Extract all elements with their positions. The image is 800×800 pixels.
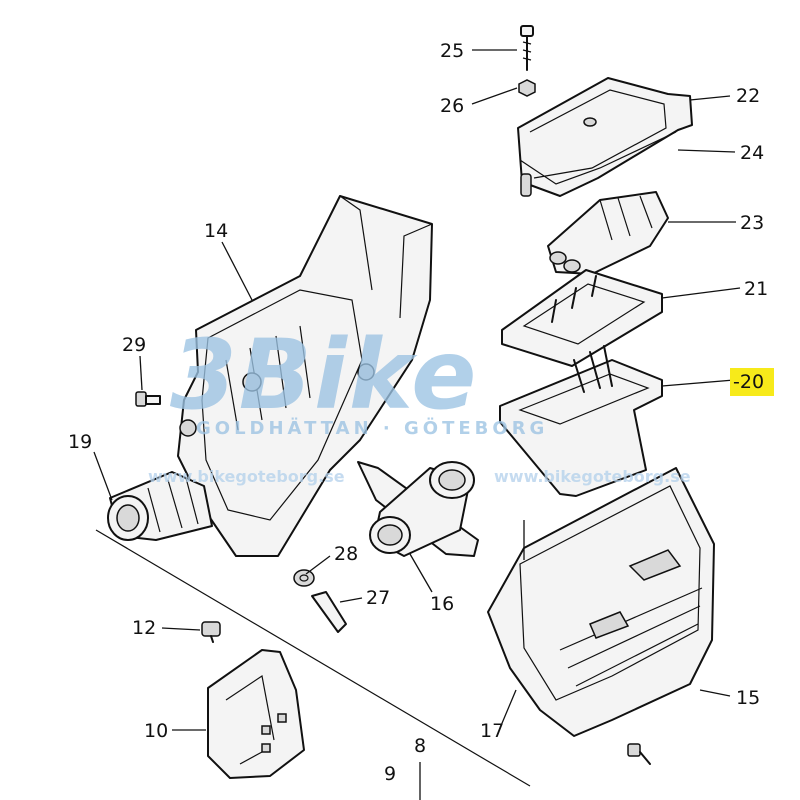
- part-10-bracket: [207, 649, 305, 779]
- watermark: 3Bike GOLDHÄTTAN · GÖTEBORG www.bikegote…: [148, 319, 691, 486]
- watermark-url-right: www.bikegoteborg.se: [494, 467, 691, 486]
- callout-21: 21: [744, 278, 768, 300]
- callout-16: 16: [430, 593, 454, 615]
- leader-lines: [93, 49, 741, 800]
- callout-9: 9: [384, 763, 396, 785]
- highlight-box: [730, 368, 774, 396]
- callout-labels: 25 26 22 24 23 21 -20 14 29 19 28 27 16 …: [68, 40, 768, 785]
- callout-10: 10: [144, 720, 168, 742]
- callout-8: 8: [414, 735, 426, 757]
- watermark-tagline: GOLDHÄTTAN · GÖTEBORG: [196, 417, 548, 439]
- callout-14: 14: [204, 220, 228, 242]
- part-23-duct: [547, 191, 669, 275]
- part-16-stack: [357, 461, 479, 557]
- callout-23: 23: [740, 212, 764, 234]
- callout-28: 28: [334, 543, 358, 565]
- callout-12: 12: [132, 617, 156, 639]
- callout-27: 27: [366, 587, 390, 609]
- watermark-brand: 3Bike: [170, 319, 478, 431]
- callout-22: 22: [736, 85, 760, 107]
- part-15-case: [487, 467, 715, 737]
- part-19-boot: [107, 471, 213, 541]
- watermark-url-left: www.bikegoteborg.se: [148, 467, 345, 486]
- part-20-funnel: [499, 345, 663, 497]
- callout-19: 19: [68, 431, 92, 453]
- part-21-plate: [501, 269, 663, 367]
- part-22-cover: [517, 77, 693, 197]
- part-29-screw: [135, 391, 161, 407]
- callout-25: 25: [440, 40, 464, 62]
- callout-15: 15: [736, 687, 760, 709]
- part-27-bracket: [311, 591, 347, 633]
- callout-26: 26: [440, 95, 464, 117]
- callout-20: -20: [733, 371, 764, 393]
- callout-17: 17: [480, 720, 504, 742]
- callout-29: 29: [122, 334, 146, 356]
- part-28-clamp: [293, 569, 315, 587]
- part-15-screw: [627, 743, 651, 765]
- part-26-nut: [518, 79, 536, 97]
- part-25-bolt: [520, 25, 534, 71]
- callout-24: 24: [740, 142, 764, 164]
- reference-line: [95, 529, 531, 787]
- part-12-bolt: [201, 621, 221, 643]
- part-14-airbox: [177, 195, 433, 557]
